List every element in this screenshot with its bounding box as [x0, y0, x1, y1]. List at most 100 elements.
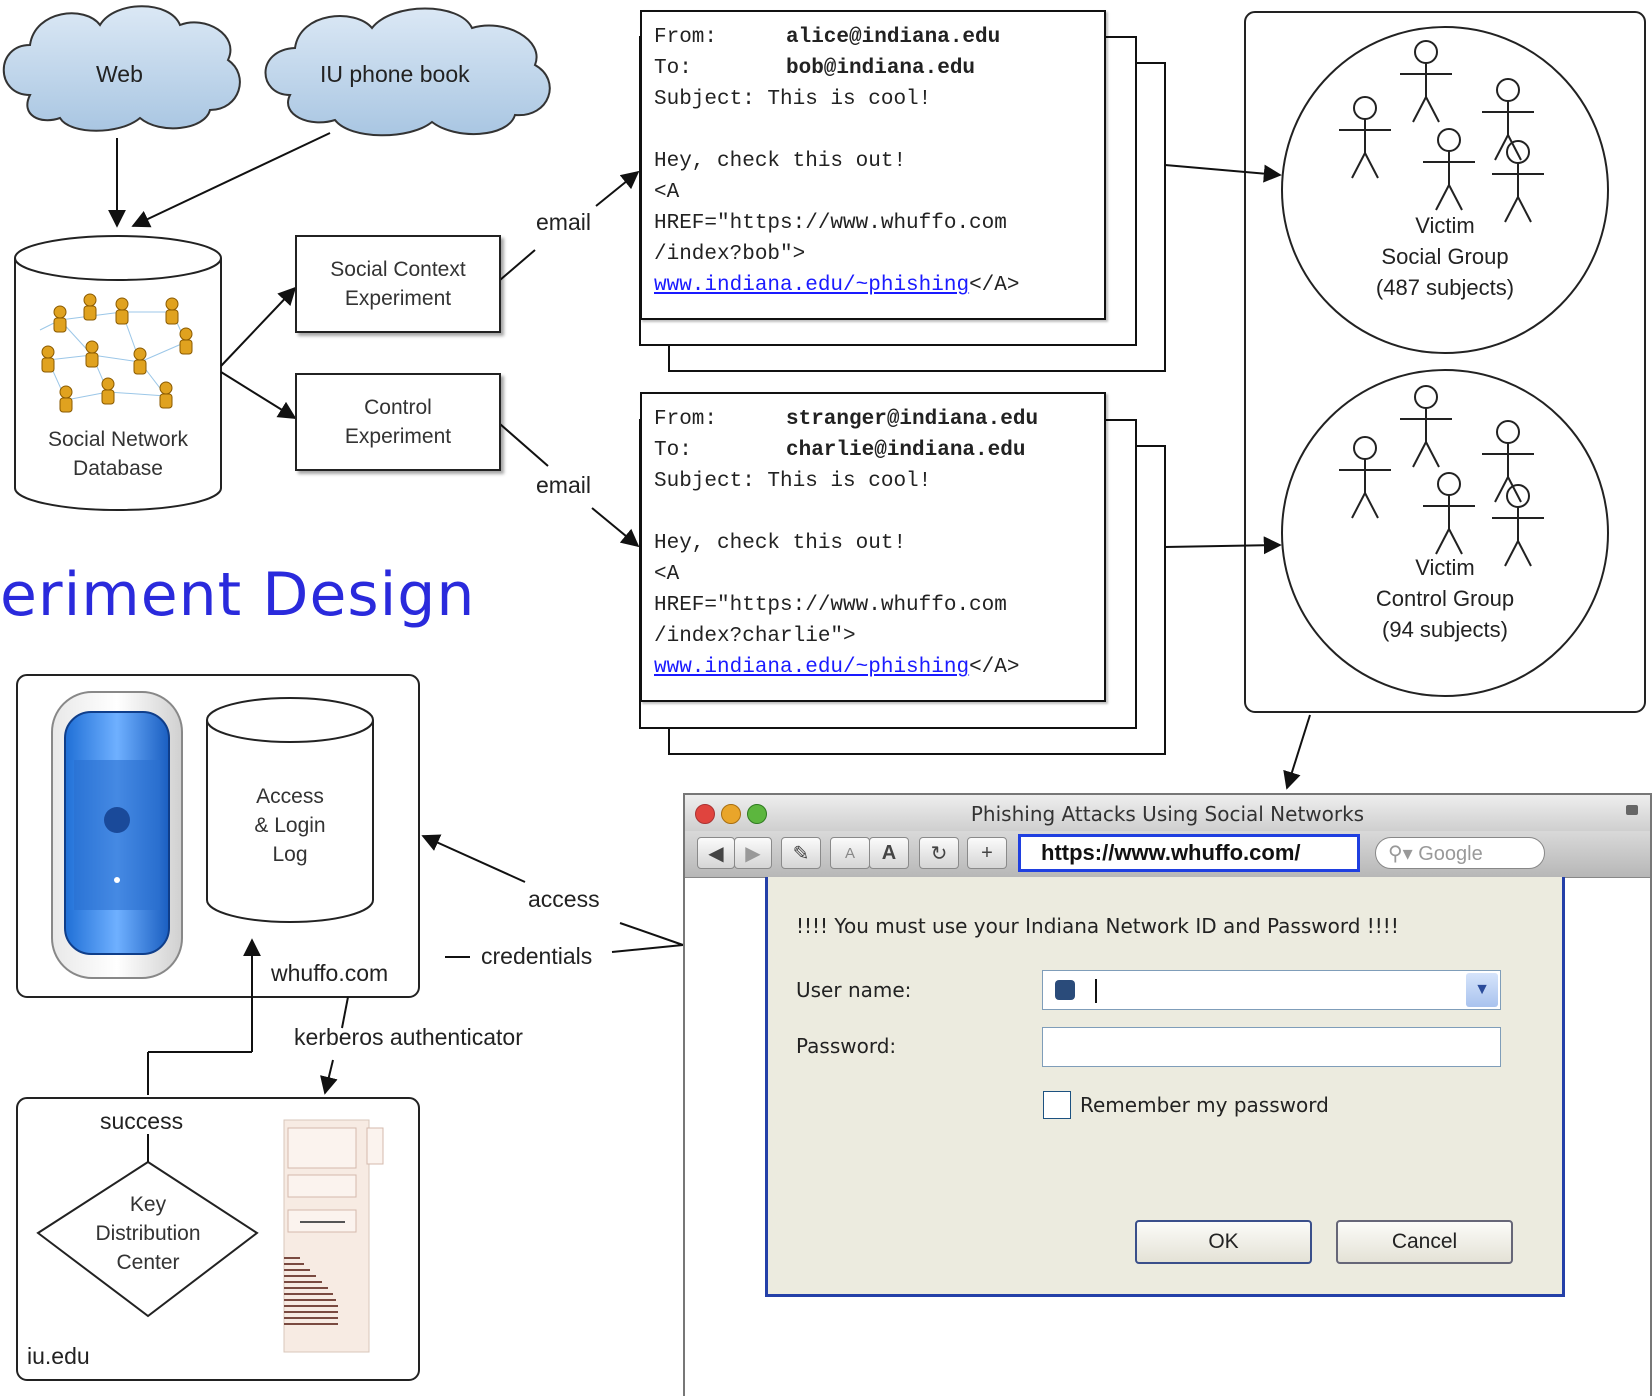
edge-label-access: access: [528, 886, 600, 912]
email-2-line3: HREF="https://www.whuffo.com: [654, 594, 1007, 617]
database-label: Social Network Database: [25, 425, 211, 483]
text-smaller-button[interactable]: A: [830, 837, 870, 869]
access-log-label: Access & Login Log: [217, 782, 363, 869]
forward-button[interactable]: ▶: [734, 837, 772, 869]
search-placeholder: Google: [1418, 843, 1483, 865]
social-experiment-line1: Social Context: [330, 258, 466, 281]
social-context-experiment-box: Social Context Experiment: [295, 235, 501, 333]
slide-title: eriment Design: [0, 560, 476, 630]
social-group-circle: [1281, 26, 1609, 354]
login-dialog: !!!! You must use your Indiana Network I…: [765, 877, 1565, 1297]
database-label-line1: Social Network: [47, 428, 189, 451]
back-button[interactable]: ◀: [697, 837, 735, 869]
control-group-circle: [1281, 369, 1609, 697]
web-cloud: [2, 5, 241, 132]
remember-label: Remember my password: [1080, 1093, 1329, 1117]
username-input[interactable]: ▼: [1042, 970, 1501, 1010]
web-cloud-label: Web: [96, 61, 143, 87]
kdc-line1: Key: [129, 1193, 167, 1216]
mac-server-icon: [51, 691, 183, 979]
browser-window-title: Phishing Attacks Using Social Networks: [970, 802, 1365, 826]
username-label: User name:: [796, 978, 912, 1002]
email-1-to-label: To:: [654, 57, 692, 80]
kdc-line3: Center: [116, 1251, 180, 1274]
cancel-button[interactable]: Cancel: [1336, 1220, 1513, 1264]
email-2-from-label: From:: [654, 408, 718, 431]
text-larger-button[interactable]: A: [869, 837, 909, 869]
edit-bookmark-button[interactable]: ✎: [781, 837, 821, 869]
url-field[interactable]: https://www.whuffo.com/: [1018, 834, 1360, 872]
email-2-to-label: To:: [654, 439, 692, 462]
email-2-line4: /index?charlie">: [654, 625, 856, 648]
edge-label-kerberos: kerberos authenticator: [294, 1024, 523, 1050]
control-group-people: [1339, 385, 1544, 567]
social-network-database: [14, 235, 222, 511]
control-group-line2: Control Group: [1375, 586, 1515, 611]
email-1-line3: HREF="https://www.whuffo.com: [654, 212, 1007, 235]
email-1-line2: <A: [654, 181, 680, 204]
email-2-line1: Hey, check this out!: [654, 532, 907, 555]
ok-button[interactable]: OK: [1135, 1220, 1312, 1264]
lock-icon: [1626, 805, 1638, 815]
password-label: Password:: [796, 1034, 897, 1058]
control-group-label: Victim Control Group (94 subjects): [1295, 552, 1595, 645]
email-1-phishing-link[interactable]: www.indiana.edu/~phishing: [654, 274, 970, 297]
social-group-line2: Social Group: [1381, 244, 1509, 269]
social-group-label: Victim Social Group (487 subjects): [1295, 210, 1595, 303]
email-2-from-value: stranger@indiana.edu: [786, 408, 1039, 431]
edge-label-success: success: [100, 1108, 184, 1134]
phonebook-cloud: [264, 7, 551, 137]
access-login-log-db: [206, 697, 374, 923]
chevron-down-icon[interactable]: ▼: [1466, 973, 1498, 1007]
search-icon: ⚲▾: [1388, 843, 1419, 865]
social-group-line3: (487 subjects): [1375, 275, 1515, 300]
social-experiment-line2: Experiment: [344, 287, 452, 310]
reload-button[interactable]: ↻: [919, 837, 959, 869]
control-group-line3: (94 subjects): [1382, 617, 1508, 642]
social-group-people: [1339, 40, 1544, 223]
control-experiment-line1: Control: [364, 396, 432, 419]
add-bookmark-button[interactable]: +: [967, 837, 1007, 869]
whuffo-label: whuffo.com: [271, 960, 389, 986]
access-log-line3: Log: [272, 843, 308, 866]
email-2-to-value: charlie@indiana.edu: [786, 439, 1026, 462]
access-log-line1: Access: [256, 785, 324, 808]
text-cursor: [1095, 979, 1097, 1003]
kdc-line2: Distribution: [95, 1222, 201, 1245]
phonebook-cloud-label: IU phone book: [320, 61, 470, 87]
close-window-icon[interactable]: [695, 804, 715, 824]
control-group-line1: Victim: [1415, 555, 1475, 580]
social-group-line1: Victim: [1415, 213, 1475, 238]
control-experiment-line2: Experiment: [344, 425, 452, 448]
iu-label: iu.edu: [27, 1343, 90, 1369]
remember-checkbox[interactable]: [1043, 1091, 1071, 1119]
minimize-window-icon[interactable]: [721, 804, 741, 824]
email-2-line2: <A: [654, 563, 680, 586]
browser-titlebar: Phishing Attacks Using Social Networks: [685, 795, 1650, 831]
browser-toolbar: ◀ ▶ ✎ A A ↻ + https://www.whuffo.com/ ⚲▾…: [685, 831, 1650, 878]
email-2-close-tag: </A>: [969, 656, 1020, 679]
server-document-icon: [283, 1119, 384, 1353]
edge-label-email-top: email: [536, 209, 591, 235]
edge-label-credentials: credentials: [481, 943, 593, 969]
access-log-line2: & Login: [254, 814, 326, 837]
email-1-line4: /index?bob">: [654, 243, 806, 266]
email-1-line1: Hey, check this out!: [654, 150, 907, 173]
email-1-to-value: bob@indiana.edu: [786, 57, 976, 80]
kdc-diamond: [36, 1160, 259, 1318]
kdc-label: Key Distribution Center: [78, 1190, 218, 1277]
database-label-line2: Database: [73, 457, 163, 480]
email-1-from-value: alice@indiana.edu: [786, 26, 1001, 49]
email-1-from-label: From:: [654, 26, 718, 49]
email-2-subject: Subject: This is cool!: [654, 470, 932, 493]
connectors: [108, 132, 1311, 1162]
browser-window: Phishing Attacks Using Social Networks ◀…: [683, 793, 1652, 1396]
password-input[interactable]: [1042, 1027, 1501, 1067]
email-2-phishing-link[interactable]: www.indiana.edu/~phishing: [654, 656, 970, 679]
zoom-window-icon[interactable]: [747, 804, 767, 824]
search-field[interactable]: ⚲▾ Google: [1375, 837, 1545, 869]
